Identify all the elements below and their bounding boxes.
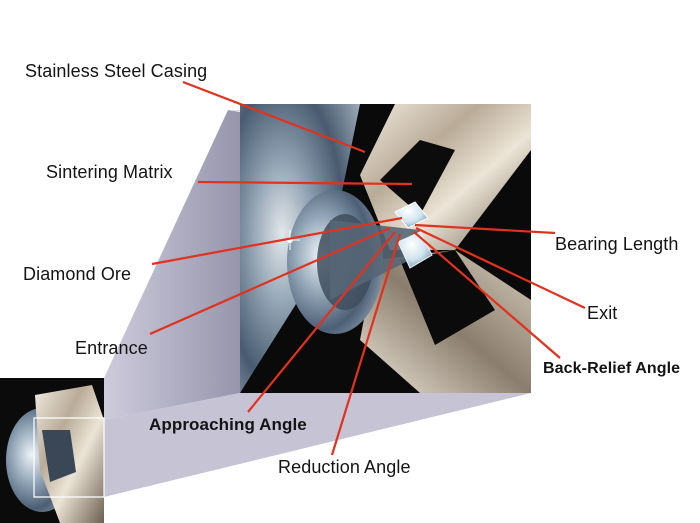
label-exit: Exit [587, 303, 618, 323]
label-bearing-length: Bearing Length [555, 234, 679, 254]
leader-stainless-steel-casing [182, 80, 366, 154]
label-diamond-ore: Diamond Ore [23, 264, 132, 284]
leader-entrance [149, 226, 391, 336]
panel-bevel-bottom [104, 393, 531, 497]
thumbnail-zoom-frame [33, 417, 105, 498]
diamond-nib [394, 201, 429, 229]
leader-reduction-angle [330, 233, 402, 456]
leader-bearing-length [414, 223, 556, 235]
leader-diamond-ore [151, 216, 403, 266]
leader-approaching-angle [247, 231, 396, 413]
overview-thumbnail [0, 378, 105, 523]
leader-sintering-matrix [197, 180, 413, 186]
magnified-die-panel [240, 104, 531, 393]
label-back-relief-angle: Back-Relief Angle [543, 360, 681, 377]
label-stainless-steel-casing: Stainless Steel Casing [25, 61, 208, 81]
leader-lines [149, 80, 586, 456]
label-entrance: Entrance [75, 338, 148, 358]
sintering-matrix [380, 140, 455, 215]
label-reduction-angle: Reduction Angle [278, 457, 411, 477]
panel-bevel-left [104, 110, 240, 420]
leader-exit [415, 227, 586, 309]
leader-back-relief-angle [413, 231, 561, 359]
label-sintering-matrix: Sintering Matrix [46, 162, 173, 182]
label-approaching-angle: Approaching Angle [149, 415, 307, 434]
